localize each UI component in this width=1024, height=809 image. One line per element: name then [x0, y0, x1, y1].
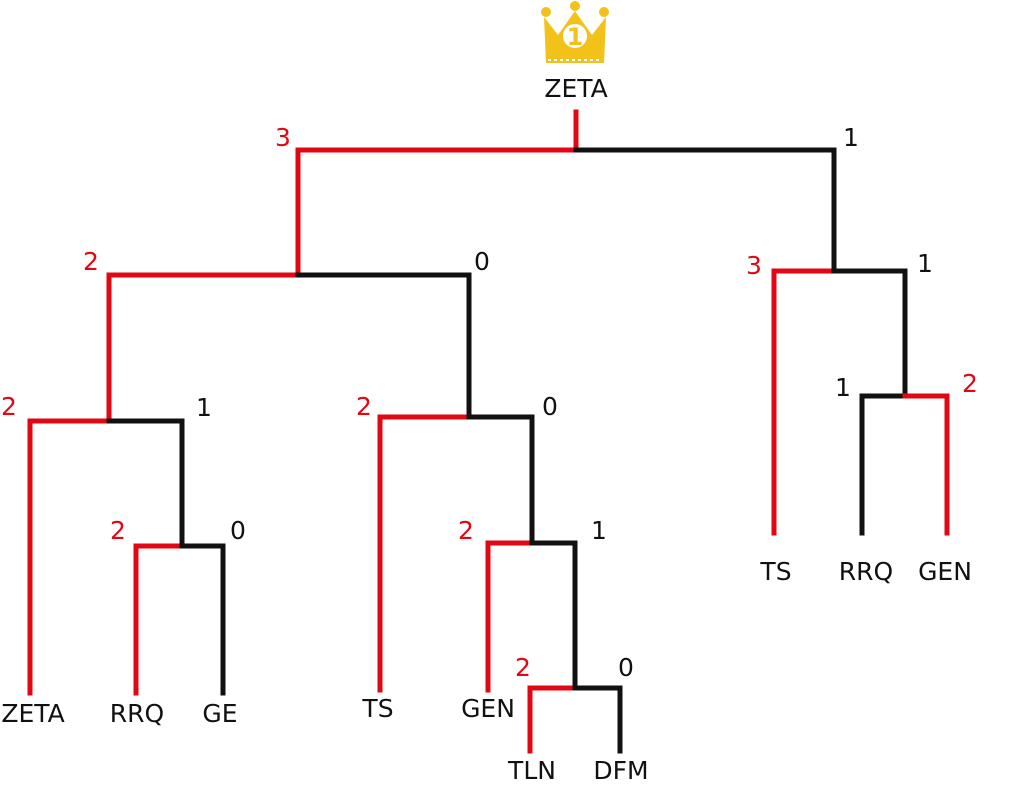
round-1-a-winner-score: 2	[110, 516, 126, 545]
right-quarter-loser-score: 1	[835, 373, 851, 402]
left-semi-loser-score: 0	[474, 247, 490, 276]
round-1-b-winner-score: 2	[458, 516, 474, 545]
team-label-dfm: DFM	[593, 756, 648, 785]
match-scores: 3 1 2 0 3 1 2 1 2 0 1 2 2 0 2 1 2 0	[1, 123, 978, 682]
round-1-a-loser-score: 0	[230, 516, 246, 545]
round-1-b-winner-path	[485, 540, 535, 693]
left-quarter-a-winner-score: 2	[1, 392, 17, 421]
team-label-tln: TLN	[507, 756, 556, 785]
round-1-a-winner-path	[133, 543, 185, 696]
final-loser-path	[573, 147, 837, 274]
round-1-b-loser-path	[529, 540, 578, 691]
crown-icon: 1	[541, 1, 609, 63]
team-label-zeta: ZETA	[1, 699, 64, 728]
left-quarter-b-loser-score: 0	[542, 392, 558, 421]
final-winner-score: 3	[275, 123, 291, 152]
right-semi-loser-score: 1	[917, 249, 933, 278]
round-0-loser-score: 0	[618, 653, 634, 682]
crown-center-jewel	[570, 1, 580, 11]
right-quarter-loser-path	[859, 393, 908, 536]
final-winner-path	[295, 109, 579, 277]
team-labels: ZETA RRQ GE TS GEN TLN DFM TS RRQ GEN	[1, 557, 972, 785]
bracket-lines	[27, 109, 950, 754]
right-semi-loser-path	[831, 268, 908, 399]
left-quarter-a-winner-path	[27, 418, 112, 696]
round-0-winner-score: 2	[515, 653, 531, 682]
left-quarter-a-loser-path	[106, 418, 185, 548]
crown-rank-number: 1	[567, 23, 584, 51]
team-label-ts-right: TS	[759, 557, 791, 586]
crown-left-jewel	[541, 7, 551, 17]
round-0-loser-path	[572, 685, 623, 754]
team-label-rrq-right: RRQ	[839, 557, 893, 586]
team-label-rrq: RRQ	[110, 699, 164, 728]
left-quarter-a-loser-score: 1	[196, 393, 212, 422]
champion-name: ZETA	[544, 74, 607, 103]
left-semi-winner-score: 2	[83, 247, 99, 276]
round-1-b-loser-score: 1	[591, 516, 607, 545]
left-quarter-b-loser-path	[466, 414, 535, 546]
left-semi-winner-path	[106, 272, 301, 422]
right-quarter-winner-score: 2	[962, 369, 978, 398]
team-label-gen-right: GEN	[918, 557, 972, 586]
team-label-ts: TS	[361, 694, 393, 723]
right-quarter-winner-path	[902, 393, 950, 536]
team-label-gen: GEN	[461, 694, 515, 723]
crown-right-jewel	[599, 7, 609, 17]
right-semi-winner-score: 3	[746, 251, 762, 280]
left-semi-loser-path	[295, 272, 472, 418]
team-label-ge: GE	[202, 699, 237, 728]
left-quarter-b-winner-score: 2	[356, 392, 372, 421]
left-quarter-b-winner-path	[377, 414, 472, 693]
round-0-winner-path	[527, 685, 578, 754]
crown-rank-badge	[563, 24, 587, 48]
final-loser-score: 1	[843, 123, 859, 152]
right-semi-winner-path	[771, 268, 837, 536]
round-1-a-loser-path	[179, 543, 226, 696]
